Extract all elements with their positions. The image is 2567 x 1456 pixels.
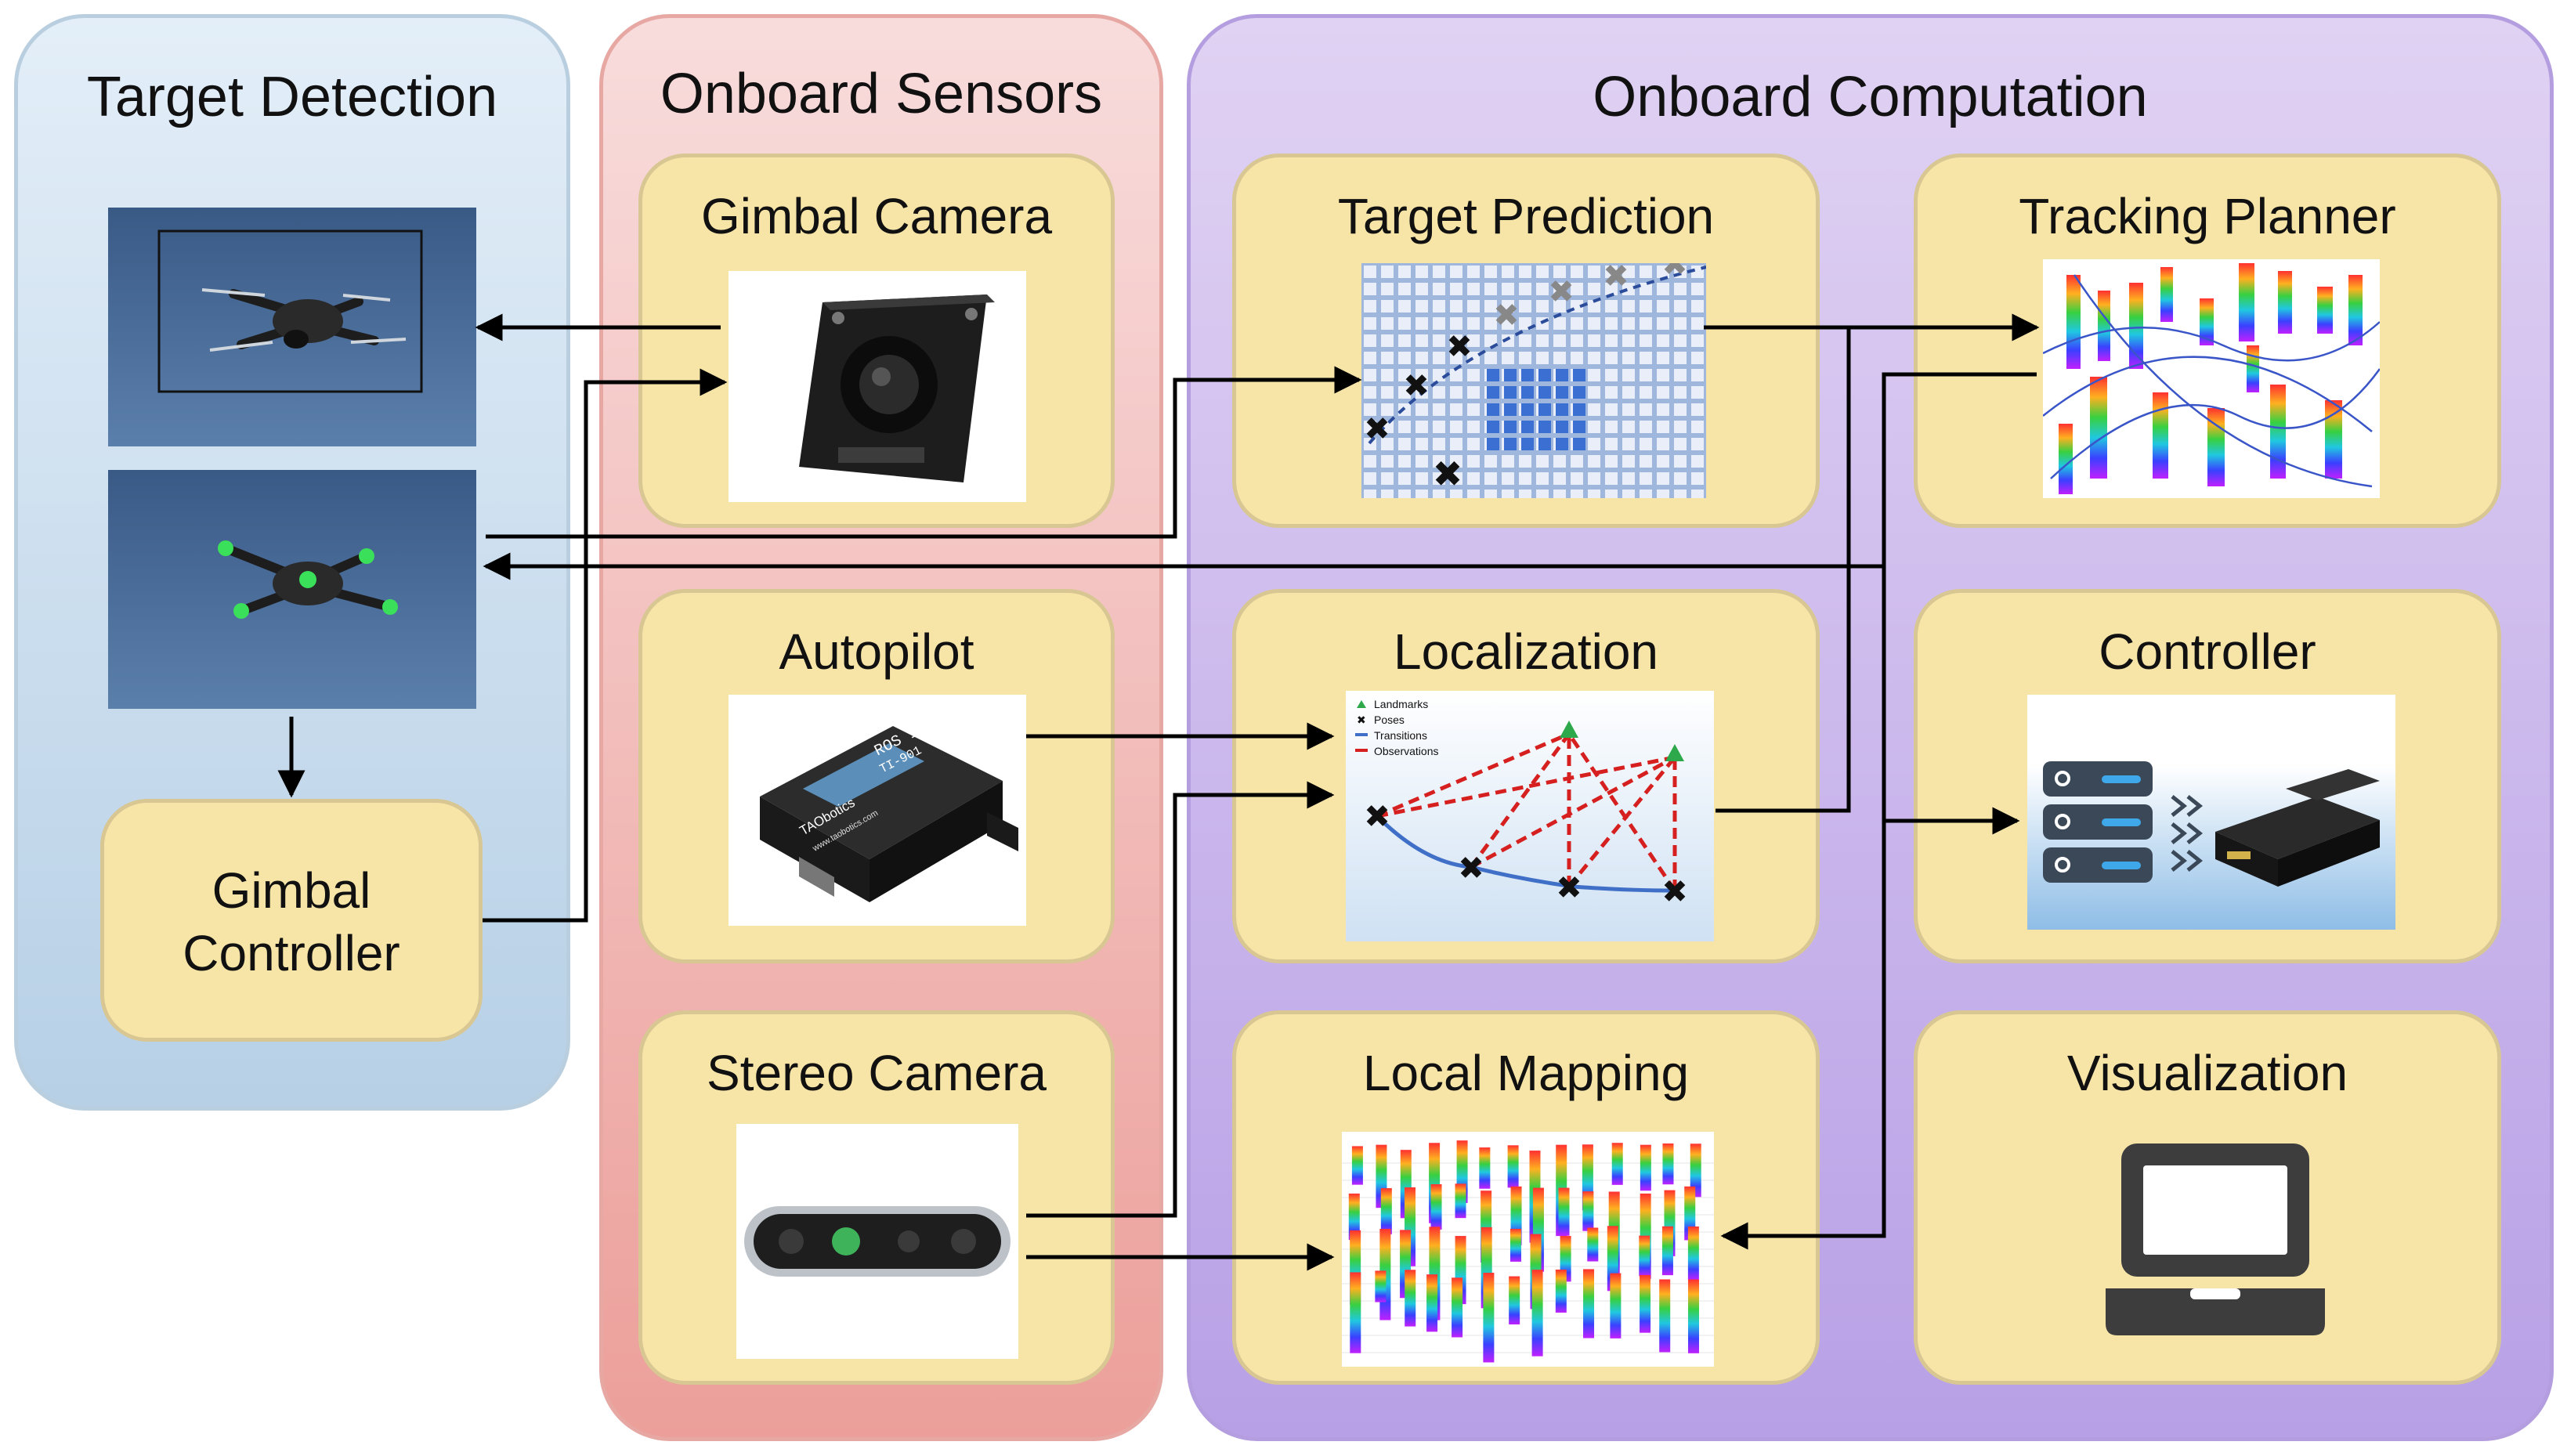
gimbal-camera-module: Gimbal Camera	[638, 154, 1115, 528]
visualization-title: Visualization	[2066, 1045, 2348, 1101]
controller-module: Controller	[1914, 589, 2501, 963]
visualization-module: Visualization	[1914, 1010, 2501, 1385]
chevron-icons	[2171, 795, 2204, 872]
svg-text:✖: ✖	[1364, 411, 1390, 447]
svg-text:✖: ✖	[1433, 453, 1463, 495]
onboard-sensors-title: Onboard Sensors	[660, 63, 1103, 125]
legend-poses: Poses	[1374, 714, 1405, 726]
localization-title: Localization	[1394, 623, 1658, 680]
drone-detection-photo	[108, 208, 476, 446]
svg-text:✖: ✖	[1458, 851, 1484, 886]
prediction-grid-icon: ✖✖✖✖✖✖✖✖	[1359, 247, 1708, 498]
localization-module: Localization Landmarks ✖ Poses Transitio…	[1232, 589, 1820, 963]
autopilot-module: Autopilot ROS IMU TI-901 TAObotics www.t…	[638, 589, 1115, 963]
camera-module-icon	[729, 271, 1026, 502]
target-prediction-module: Target Prediction ✖✖✖✖✖✖✖✖	[1232, 154, 1820, 528]
quadcopter-keypoints-icon	[218, 540, 398, 619]
occupancy-map-icon	[1342, 1132, 1714, 1367]
pose-graph-icon: Landmarks ✖ Poses Transitions Observatio…	[1346, 691, 1714, 941]
gimbal-camera-title: Gimbal Camera	[700, 188, 1053, 244]
local-mapping-module: Local Mapping	[1232, 1010, 1820, 1385]
tracking-planner-title: Tracking Planner	[2019, 188, 2396, 244]
tracking-planner-module: Tracking Planner	[1914, 154, 2501, 528]
svg-text:✖: ✖	[1493, 298, 1520, 334]
server-icon	[2043, 761, 2153, 883]
target-detection-title: Target Detection	[86, 66, 498, 128]
drone-tracking-photo	[108, 470, 476, 709]
trajectory-map-icon	[2042, 259, 2381, 498]
autopilot-title: Autopilot	[779, 623, 974, 680]
svg-text:✖: ✖	[1556, 871, 1582, 905]
controller-illustration	[2027, 695, 2395, 930]
depth-camera-icon	[736, 1124, 1018, 1359]
onboard-computation-title: Onboard Computation	[1593, 66, 2148, 128]
controller-title: Controller	[2099, 623, 2316, 680]
svg-text:✖: ✖	[1548, 274, 1575, 310]
svg-text:✖: ✖	[1364, 800, 1390, 834]
svg-text:✖: ✖	[1603, 263, 1629, 294]
gimbal-controller-title-line2: Controller	[183, 925, 400, 981]
laptop-icon	[2098, 1136, 2333, 1347]
quadcopter-icon	[157, 229, 423, 393]
flight-controller-icon	[2215, 769, 2380, 887]
svg-text:✖: ✖	[1446, 329, 1473, 365]
svg-text:✖: ✖	[1357, 714, 1366, 726]
svg-text:✖: ✖	[1403, 368, 1430, 404]
gimbal-controller-title-line1: Gimbal	[212, 862, 371, 919]
legend-transitions: Transitions	[1374, 729, 1427, 742]
svg-text:✖: ✖	[1661, 875, 1688, 909]
target-prediction-title: Target Prediction	[1337, 188, 1715, 244]
legend-landmarks: Landmarks	[1374, 698, 1428, 710]
stereo-camera-module: Stereo Camera	[638, 1010, 1115, 1385]
gimbal-controller-module: Gimbal Controller	[100, 799, 483, 1042]
imu-box-icon: ROS IMU TI-901 TAObotics www.taobotics.c…	[729, 695, 1026, 926]
legend-observations: Observations	[1374, 745, 1438, 757]
local-mapping-title: Local Mapping	[1362, 1045, 1690, 1101]
stereo-camera-title: Stereo Camera	[707, 1045, 1047, 1101]
